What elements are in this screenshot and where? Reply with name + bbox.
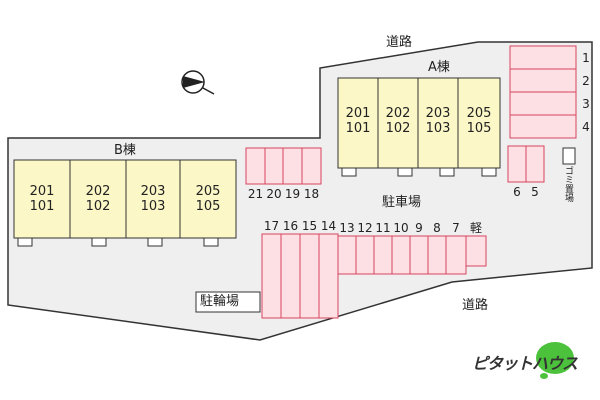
building-b-unit: 205 105 bbox=[188, 184, 228, 214]
parking-space-number: 7 bbox=[452, 221, 460, 235]
parking-lower-row bbox=[337, 235, 487, 275]
parking-space-number: 1 bbox=[582, 51, 590, 65]
building-b bbox=[13, 159, 237, 247]
building-b-title: B棟 bbox=[114, 143, 136, 158]
logo-text: ピタットハウス bbox=[472, 354, 578, 373]
unit-lower: 101 bbox=[345, 121, 371, 136]
building-b-unit: 203 103 bbox=[133, 184, 173, 214]
parking-left-upper bbox=[245, 147, 322, 185]
parking-space-number: 2 bbox=[582, 74, 590, 88]
unit-lower: 103 bbox=[425, 121, 451, 136]
parking-space-number: 11 bbox=[375, 221, 391, 235]
parking-space-number: 12 bbox=[357, 221, 373, 235]
parking-space-number: 5 bbox=[531, 185, 539, 199]
garbage-box bbox=[562, 147, 576, 165]
unit-upper: 201 bbox=[345, 106, 371, 121]
building-a-unit: 202 102 bbox=[378, 106, 418, 136]
parking-space-number: 14 bbox=[320, 219, 337, 233]
road-label-bottom: 道路 bbox=[462, 298, 489, 313]
parking-space-number: 21 bbox=[247, 187, 264, 201]
parking-space-number: 19 bbox=[284, 187, 301, 201]
unit-lower: 101 bbox=[29, 199, 55, 214]
parking-space-number: 軽 bbox=[469, 221, 482, 235]
unit-upper: 201 bbox=[29, 184, 55, 199]
unit-upper: 205 bbox=[195, 184, 221, 199]
building-a-unit: 205 105 bbox=[459, 106, 499, 136]
parking-space-number: 18 bbox=[303, 187, 320, 201]
parking-small-pair bbox=[507, 145, 545, 183]
building-b-unit: 202 102 bbox=[78, 184, 118, 214]
parking-space-number: 4 bbox=[582, 120, 590, 134]
parking-space-number: 15 bbox=[301, 219, 318, 233]
parking-lot-label: 駐車場 bbox=[382, 195, 422, 210]
parking-space-number: 9 bbox=[415, 221, 423, 235]
parking-space-number: 8 bbox=[433, 221, 441, 235]
building-a bbox=[337, 77, 501, 177]
parking-space-number: 3 bbox=[582, 97, 590, 111]
unit-lower: 103 bbox=[140, 199, 166, 214]
unit-lower: 102 bbox=[385, 121, 411, 136]
unit-upper: 202 bbox=[85, 184, 111, 199]
building-a-title: A棟 bbox=[428, 60, 450, 75]
unit-lower: 105 bbox=[195, 199, 221, 214]
bicycle-parking-box bbox=[195, 291, 261, 313]
unit-upper: 203 bbox=[425, 106, 451, 121]
unit-lower: 105 bbox=[466, 121, 492, 136]
north-arrow-icon bbox=[181, 70, 215, 95]
unit-upper: 202 bbox=[385, 106, 411, 121]
unit-upper: 205 bbox=[466, 106, 492, 121]
road-label-top: 道路 bbox=[386, 35, 413, 50]
building-b-unit: 201 101 bbox=[22, 184, 62, 214]
parking-lower-long bbox=[261, 233, 339, 319]
parking-right-stack bbox=[509, 45, 577, 139]
parking-space-number: 20 bbox=[266, 187, 282, 201]
unit-lower: 102 bbox=[85, 199, 111, 214]
parking-space-number: 6 bbox=[513, 185, 521, 199]
building-a-unit: 203 103 bbox=[418, 106, 458, 136]
parking-space-number: 17 bbox=[263, 219, 280, 233]
parking-space-number: 16 bbox=[282, 219, 299, 233]
building-a-unit: 201 101 bbox=[338, 106, 378, 136]
unit-upper: 203 bbox=[140, 184, 166, 199]
garbage-label: ゴミ置場 bbox=[563, 166, 573, 202]
parking-space-number: 10 bbox=[393, 221, 409, 235]
logo-bubble-icon bbox=[536, 342, 574, 379]
parking-space-number: 13 bbox=[339, 221, 355, 235]
bicycle-parking-label: 駐輪場 bbox=[200, 294, 240, 309]
